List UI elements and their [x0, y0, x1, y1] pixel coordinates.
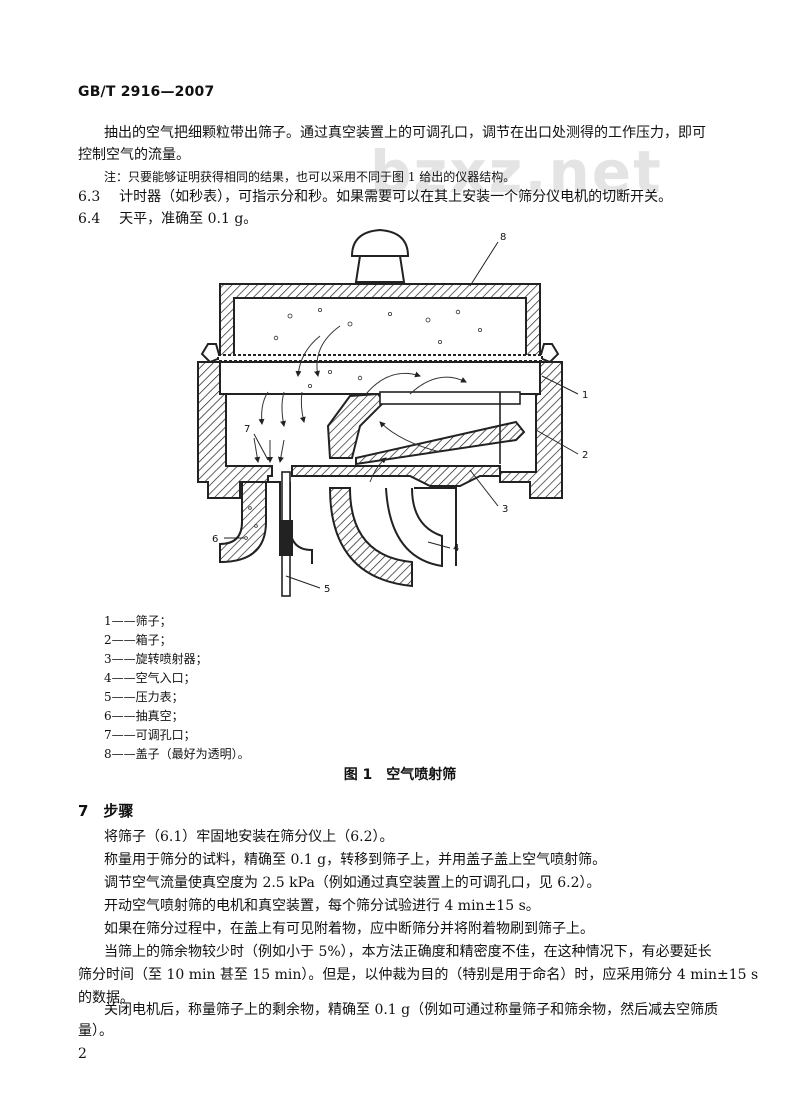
- lid: [219, 283, 541, 357]
- intro-line-1: 抽出的空气把细颗粒带出筛子。通过真空装置上的可调孔口，调节在出口处测得的工作压力…: [104, 125, 706, 141]
- leader-lines: [224, 241, 579, 589]
- sieve-frame: [219, 361, 541, 395]
- section-7-para-6-line-2: 筛分时间（至 10 min 甚至 15 min）。但是，以仲裁为目的（特别是用于…: [78, 967, 759, 983]
- lid-knob: [350, 228, 410, 257]
- item-6-3-number: 6.3: [78, 189, 101, 205]
- item-6-3: 6.3 计时器（如秒表），可指示分和秒。如果需要可以在其上安装一个筛分仪电机的切…: [78, 186, 672, 208]
- legend-item-1: 1——筛子；: [104, 614, 172, 628]
- section-7-para-3: 调节空气流量使真空度为 2.5 kPa（例如通过真空装置上的可调孔口，见 6.2…: [104, 875, 601, 891]
- section-7-title: 7 步骤: [78, 802, 134, 820]
- air-jet-sieve-diagram: 8 1 2 3 4 5 6 7: [197, 228, 588, 597]
- legend-item-6: 6——抽真空；: [104, 709, 184, 723]
- airflow-arrows: [253, 325, 467, 483]
- lid-knob-neck: [354, 255, 406, 283]
- air-inlet-pipe: [328, 487, 413, 588]
- intro-note: 注：只要能够证明获得相同的结果，也可以采用不同于图 1 给出的仪器结构。: [104, 170, 516, 184]
- figure-caption: 图 1 空气喷射筛: [343, 767, 457, 783]
- section-7-para-1: 将筛子（6.1）牢固地安装在筛分仪上（6.2）。: [104, 829, 394, 845]
- item-6-4-number: 6.4: [78, 211, 101, 227]
- figure-legend: 1——筛子； 2——箱子； 3——旋转喷射器； 4——空气入口； 5——压力表；…: [104, 612, 250, 764]
- rotating-jet-tube: [355, 420, 526, 466]
- rotating-jet-arm: [326, 392, 386, 459]
- vacuum-outlet-pipe: [219, 481, 267, 564]
- sieve-mesh: [217, 354, 543, 362]
- callout-8: 8: [500, 232, 506, 243]
- lid-clip-right: [538, 343, 560, 364]
- legend-item-8: 8——盖子（最好为透明）。: [104, 747, 250, 761]
- callout-6: 6: [212, 534, 218, 545]
- section-7-para-2: 称量用于筛分的试料，精确至 0.1 g，转移到筛子上，并用盖子盖上空气喷射筛。: [104, 852, 607, 868]
- intro-line-2: 控制空气的流量。: [78, 147, 190, 163]
- section-7-para-6-line-3: 的数据。: [78, 990, 134, 1006]
- housing-left-wall: [197, 361, 273, 499]
- jet-duct-top: [379, 391, 521, 405]
- callout-5: 5: [324, 584, 330, 595]
- callout-1: 1: [582, 390, 588, 401]
- section-7-para-5: 如果在筛分过程中，在盖上有可见附着物，应中断筛分并将附着物刷到筛子上。: [104, 921, 594, 937]
- section-7-para-7-line-2: 量）。: [78, 1023, 113, 1039]
- legend-item-3: 3——旋转喷射器；: [104, 652, 208, 666]
- legend-item-7: 7——可调孔口；: [104, 728, 196, 742]
- item-6-3-text: 计时器（如秒表），可指示分和秒。如果需要可以在其上安装一个筛分仪电机的切断开关。: [119, 189, 673, 205]
- page-number: 2: [78, 1046, 87, 1062]
- callout-7: 7: [244, 424, 250, 435]
- item-6-4-text: 天平，准确至 0.1 g。: [119, 211, 258, 227]
- callout-2: 2: [582, 450, 588, 461]
- callout-4: 4: [453, 543, 459, 554]
- document-id-header: GB/T 2916—2007: [78, 84, 215, 100]
- legend-item-5: 5——压力表；: [104, 690, 184, 704]
- watermark-text: bzxz.net: [370, 138, 663, 206]
- legend-item-4: 4——空气入口；: [104, 671, 196, 685]
- item-6-4: 6.4 天平，准确至 0.1 g。: [78, 208, 257, 230]
- section-7-para-7-line-1: 关闭电机后，称量筛子上的剩余物，精确至 0.1 g（例如可通过称量筛子和筛余物，…: [104, 1002, 719, 1018]
- housing-right-wall: [499, 361, 563, 499]
- legend-item-2: 2——箱子；: [104, 633, 172, 647]
- section-7-para-4: 开动空气喷射筛的电机和真空装置，每个筛分试验进行 4 min±15 s。: [104, 898, 540, 914]
- callout-3: 3: [502, 504, 508, 515]
- particles: [244, 308, 482, 540]
- section-7-para-6-line-1: 当筛上的筛余物较少时（例如小于 5%），本方法正确度和精密度不佳，在这种情况下，…: [104, 944, 712, 960]
- housing-bottom: [291, 465, 501, 487]
